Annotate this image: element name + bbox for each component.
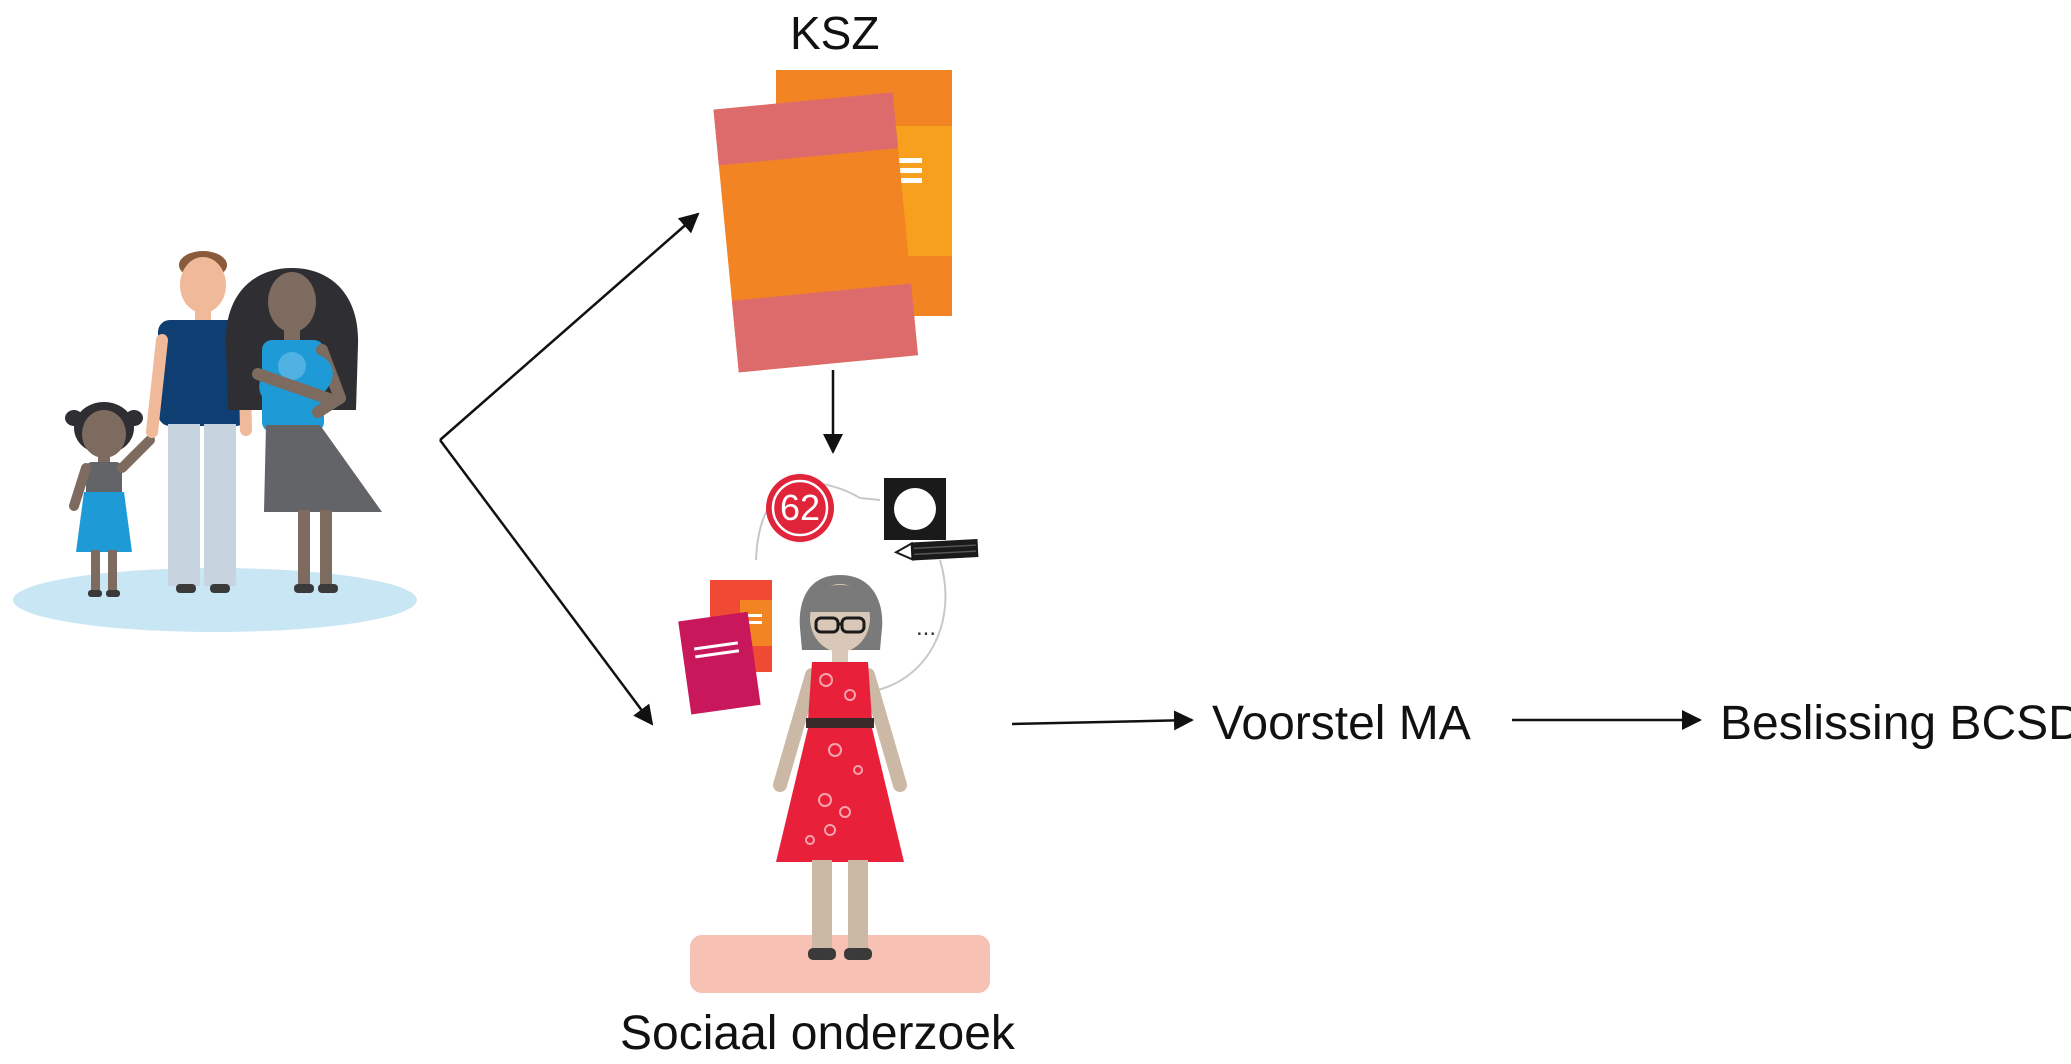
worker-figure [773, 575, 907, 960]
child-figure [65, 402, 155, 597]
ksz-folders-icon [713, 70, 952, 373]
ellipsis-label: ... [916, 614, 937, 641]
social-worker-illustration [678, 474, 990, 993]
arrow-family-to-ksz [439, 212, 700, 441]
notepad-pencil-icon [884, 478, 979, 562]
arrow-sociaal-to-voorstel [1011, 710, 1194, 731]
voorstel-ma-label: Voorstel MA [1212, 697, 1471, 750]
connector-arrows [438, 212, 1702, 731]
beslissing-bcsd-label: Beslissing BCSD [1720, 697, 2071, 750]
sociaal-onderzoek-label: Sociaal onderzoek [620, 1007, 1015, 1060]
worker-ground-shadow [690, 935, 990, 993]
ksz-label: KSZ [790, 7, 880, 59]
badge-number: 62 [779, 487, 821, 528]
orbit-arc-right [877, 559, 947, 691]
family-illustration [13, 251, 417, 632]
arrow-family-to-sociaal [438, 439, 654, 726]
father-figure [146, 251, 252, 593]
badge-62-icon [766, 474, 834, 542]
documents-icon [678, 580, 772, 715]
mother-figure [225, 268, 382, 593]
